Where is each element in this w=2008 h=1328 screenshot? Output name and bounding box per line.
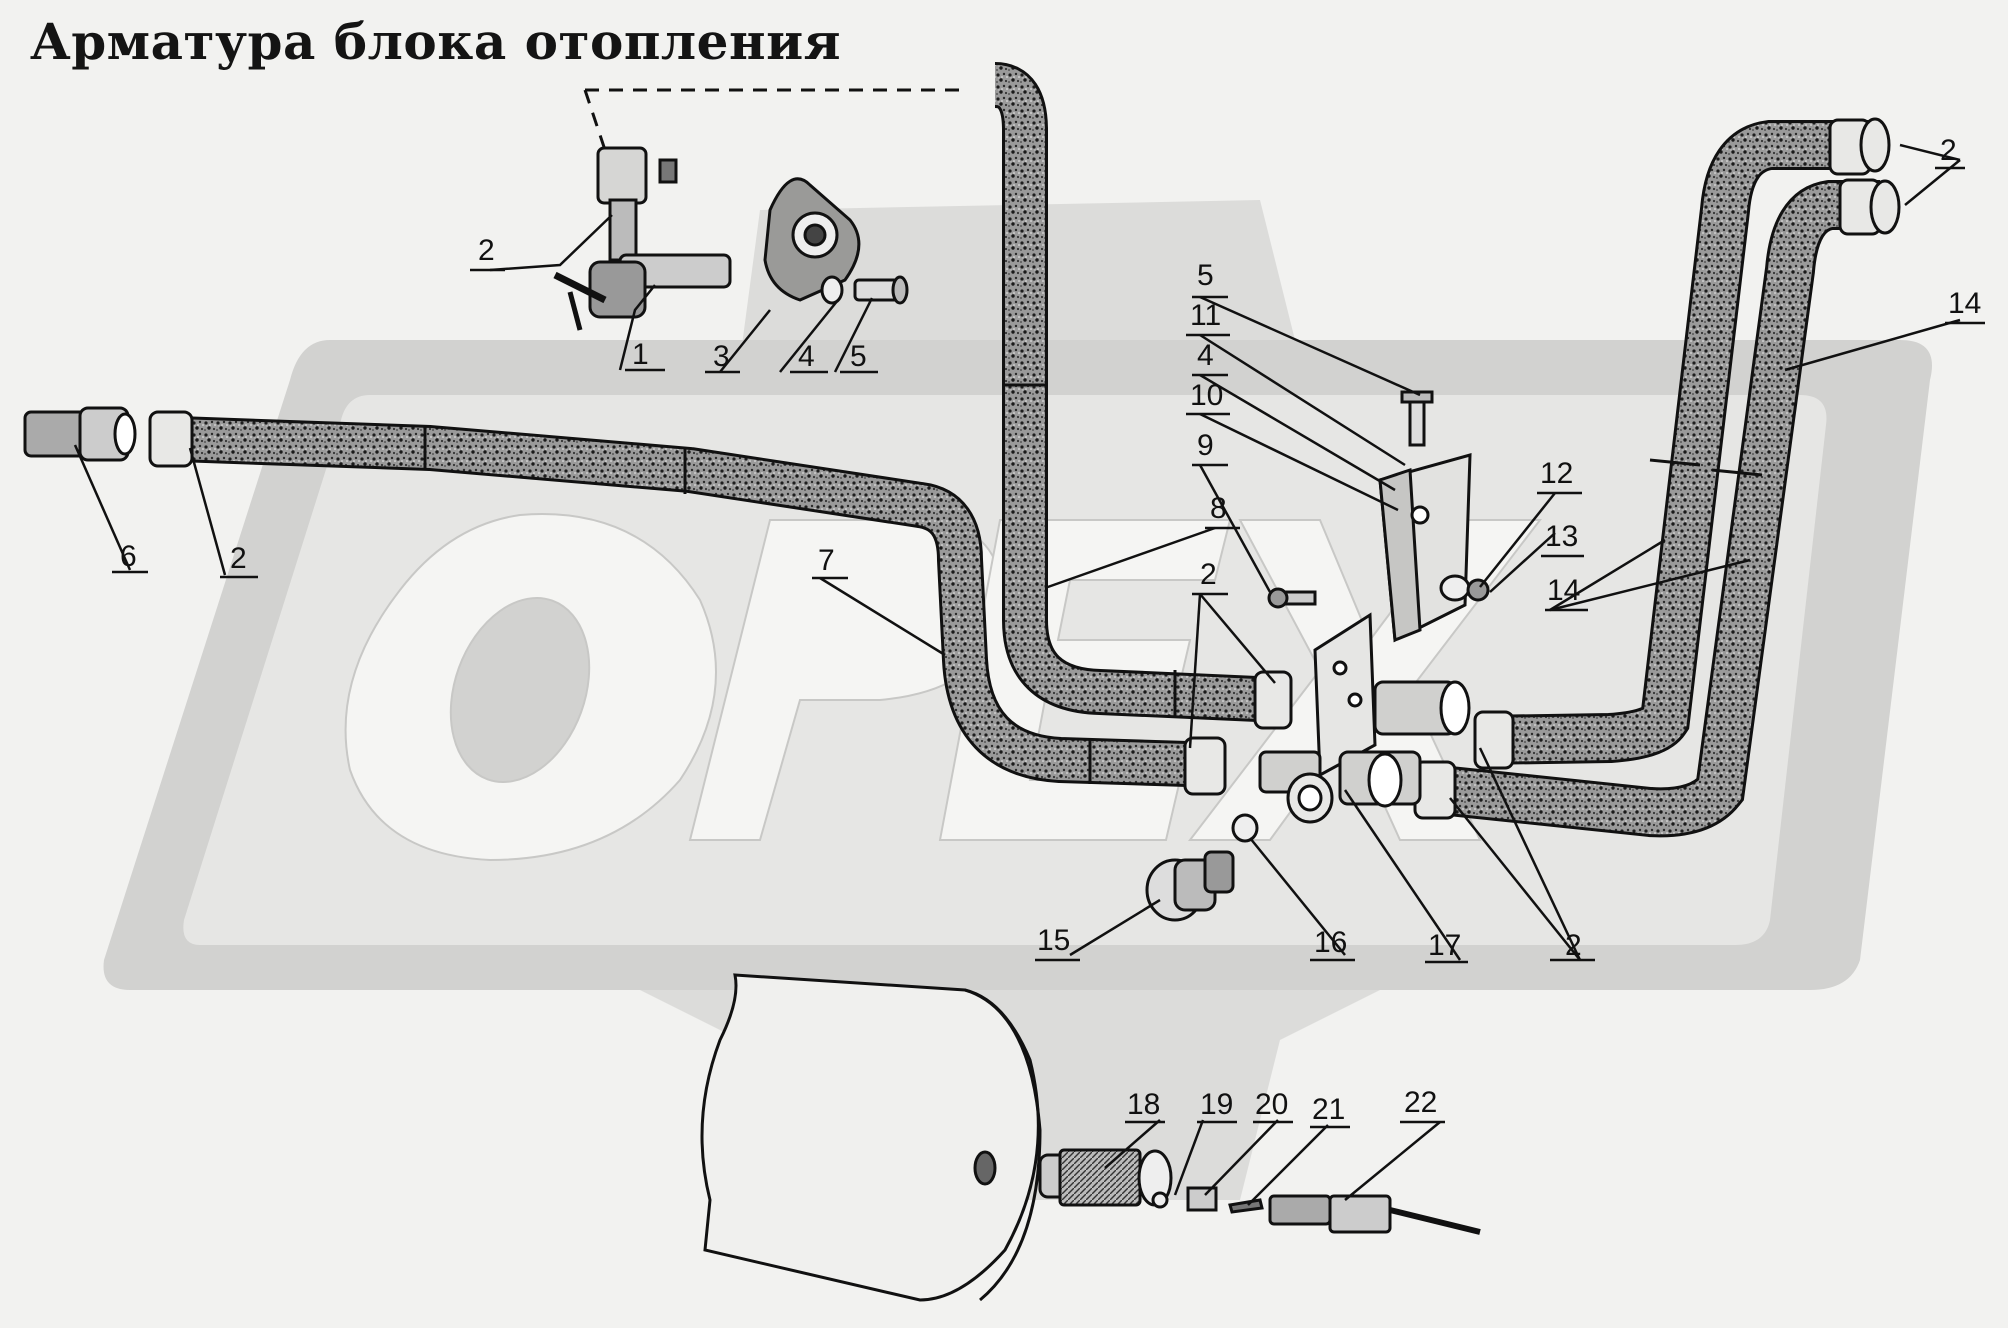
callout-13: 13 — [1545, 520, 1578, 553]
page-title: Арматура блока отопления — [30, 12, 842, 71]
plug-15 — [1145, 813, 1259, 922]
callout-4: 4 — [1197, 339, 1214, 372]
callout-17: 17 — [1428, 929, 1461, 962]
callout-2: 2 — [1940, 134, 1957, 167]
callout-15: 15 — [1037, 924, 1070, 957]
callout-3: 3 — [713, 340, 730, 373]
callout-11: 11 — [1190, 299, 1221, 332]
callout-16: 16 — [1314, 926, 1347, 959]
right-hoses — [1437, 120, 1880, 838]
callout-7: 7 — [818, 544, 835, 577]
top-vertical-hose — [993, 62, 1282, 723]
callout-2: 2 — [1565, 929, 1582, 962]
callout-18: 18 — [1127, 1088, 1160, 1121]
callout-14: 14 — [1948, 287, 1981, 320]
callout-5: 5 — [1197, 259, 1214, 292]
flange-kit — [763, 177, 909, 305]
callout-21: 21 — [1312, 1093, 1345, 1126]
callout-9: 9 — [1197, 429, 1214, 462]
callout-2: 2 — [230, 542, 247, 575]
bracket — [1267, 390, 1490, 643]
callout-12: 12 — [1540, 457, 1573, 490]
callout-20: 20 — [1255, 1088, 1288, 1121]
left-hose — [149, 415, 1221, 788]
callout-underlines — [112, 166, 1985, 1129]
fitting-6 — [23, 406, 137, 462]
callout-2: 2 — [478, 234, 495, 267]
hose-clamps — [148, 117, 1901, 820]
callout-2: 2 — [1200, 558, 1217, 591]
callout-6: 6 — [120, 540, 137, 573]
callout-22: 22 — [1404, 1086, 1437, 1119]
callout-1: 1 — [632, 338, 649, 371]
heater-drum — [700, 973, 1481, 1302]
callout-10: 10 — [1190, 379, 1223, 412]
callout-14: 14 — [1547, 574, 1580, 607]
callout-5: 5 — [850, 340, 867, 373]
tee-block — [1258, 612, 1471, 824]
callout-19: 19 — [1200, 1088, 1233, 1121]
callout-4: 4 — [798, 340, 815, 373]
callout-8: 8 — [1210, 492, 1227, 525]
drain-tap — [553, 146, 732, 331]
callout-labels: 1 2 3 4 5 6 2 5 11 4 10 9 8 7 2 12 13 14… — [120, 134, 1981, 1126]
leader-lines — [73, 143, 1961, 1206]
